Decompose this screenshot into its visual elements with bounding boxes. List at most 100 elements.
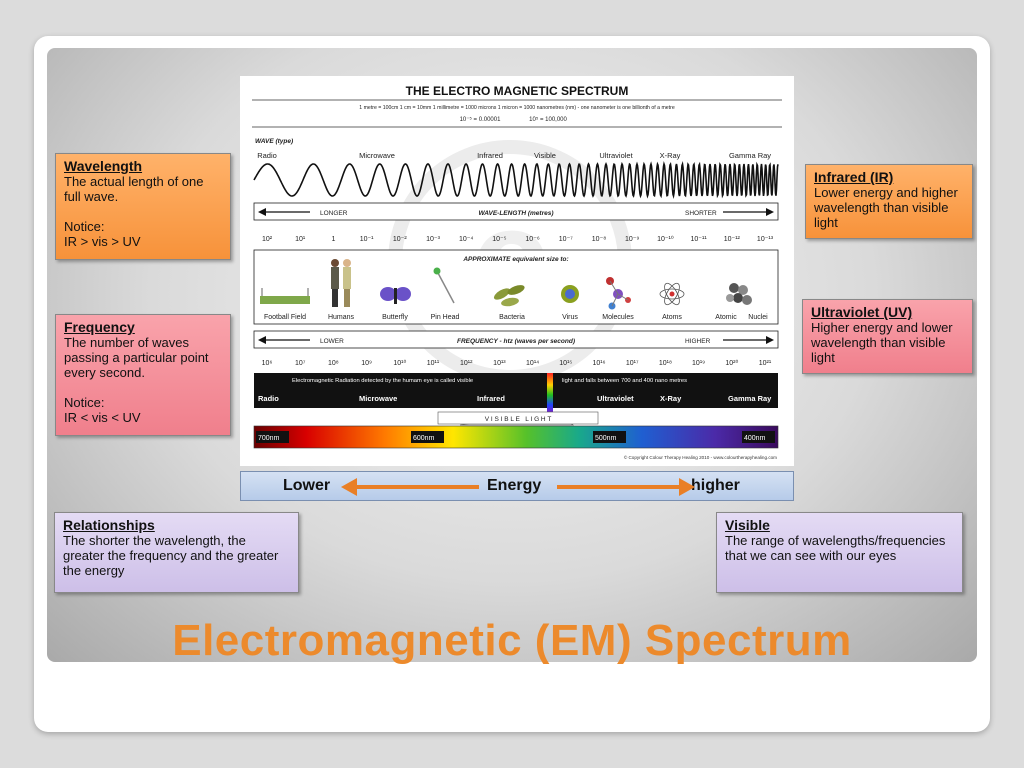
size-football-field: Football Field: [264, 314, 306, 321]
frequency-tick-9: 10¹⁵: [559, 360, 572, 367]
frequency-title: Frequency: [64, 319, 135, 335]
football-field-icon: [260, 296, 310, 304]
band-labels: Radio Microwave Infrared Ultraviolet X-R…: [258, 394, 772, 403]
relationships-body: The shorter the wavelength, the greater …: [63, 533, 279, 578]
band-infrared: Infrared: [477, 394, 505, 403]
wavelength-tick-0: 10²: [262, 236, 273, 243]
frequency-body: The number of waves passing a particular…: [64, 335, 209, 425]
wave-type-gamma: Gamma Ray: [729, 151, 771, 160]
ultraviolet-body: Higher energy and lower wavelength than …: [811, 320, 953, 365]
size-icons: [260, 259, 752, 310]
frequency-tick-5: 10¹¹: [427, 360, 440, 367]
wavelength-left-label: LONGER: [320, 210, 348, 217]
wavelength-tick-11: 10⁻⁹: [625, 236, 639, 243]
size-bacteria: Bacteria: [499, 314, 525, 321]
atom-icon: [659, 282, 685, 306]
size-virus: Virus: [562, 314, 578, 321]
infrared-body: Lower energy and higher wavelength than …: [814, 185, 958, 230]
bacteria-icon: [493, 285, 525, 307]
wavelength-box: Wavelength The actual length of one full…: [55, 153, 231, 260]
slide-title: Electromagnetic (EM) Spectrum: [172, 616, 852, 665]
frequency-tick-14: 10²⁰: [725, 359, 738, 367]
ultraviolet-box: Ultraviolet (UV) Higher energy and lower…: [802, 299, 973, 374]
frequency-tick-1: 10⁷: [295, 360, 306, 367]
wavelength-tick-13: 10⁻¹¹: [691, 236, 708, 243]
visible-title: Visible: [725, 517, 770, 533]
wavelength-tick-4: 10⁻²: [393, 236, 407, 243]
arrow-left-icon: [258, 208, 266, 216]
nuclei-icon: [726, 283, 752, 305]
band-ultraviolet: Ultraviolet: [597, 394, 634, 403]
wavelength-tick-12: 10⁻¹⁰: [657, 235, 674, 243]
frequency-tick-6: 10¹²: [460, 360, 473, 367]
ultraviolet-title: Ultraviolet (UV): [811, 304, 913, 320]
frequency-box: Frequency The number of waves passing a …: [55, 314, 231, 436]
nm-400: 400nm: [744, 435, 766, 442]
frequency-tick-13: 10¹⁹: [692, 360, 705, 367]
infrared-title: Infrared (IR): [814, 169, 894, 185]
power-neg: 10⁻⁵ = 0.00001: [460, 116, 502, 123]
wavelength-tick-14: 10⁻¹²: [724, 236, 741, 243]
molecule-icon: [606, 277, 631, 310]
frequency-left-label: LOWER: [320, 338, 344, 345]
nm-600: 600nm: [413, 435, 435, 442]
arrow-right-icon: [766, 336, 774, 344]
frequency-tick-7: 10¹³: [493, 360, 506, 367]
wavelength-tick-7: 10⁻⁵: [492, 236, 506, 243]
energy-lower: Lower: [283, 477, 331, 494]
frequency-right-label: HIGHER: [685, 338, 711, 345]
band-xray: X-Ray: [660, 394, 682, 403]
frequency-tick-0: 10⁶: [262, 360, 273, 367]
wave-type-radio: Radio: [257, 151, 277, 160]
frequency-tick-10: 10¹⁶: [593, 360, 606, 367]
relationships-title: Relationships: [63, 517, 155, 533]
wave-type-ultraviolet: Ultraviolet: [599, 151, 633, 160]
size-butterfly: Butterfly: [382, 314, 408, 321]
frequency-tick-3: 10⁹: [361, 360, 372, 367]
wave-graphic: [253, 161, 779, 199]
frequency-tick-2: 10⁸: [328, 360, 339, 367]
virus-icon: [561, 285, 579, 303]
wavelength-tick-15: 10⁻¹³: [757, 236, 774, 243]
size-molecules: Molecules: [602, 314, 634, 321]
size-pin-head: Pin Head: [431, 314, 460, 321]
visible-light-label: V I S I B L E L I G H T: [485, 416, 552, 423]
wavelength-title: Wavelength: [64, 158, 143, 174]
wavelength-tick-5: 10⁻³: [426, 236, 440, 243]
power-pos: 10⁵ = 100,000: [529, 116, 567, 123]
wave-type-labels: Radio Microwave Infrared Visible Ultravi…: [257, 151, 771, 160]
em-spectrum-chart: c THE ELECTRO MAGNETIC SPECTRUM 1 metre …: [240, 76, 794, 466]
frequency-tick-11: 10¹⁷: [626, 360, 639, 367]
wavelength-axis-label: WAVE-LENGTH (metres): [479, 210, 554, 217]
copyright: © Copyright Colour Therapy Healing 2010 …: [624, 454, 777, 460]
energy-label: Energy: [487, 477, 542, 494]
pin-head-icon: [433, 267, 455, 304]
wavelength-tick-6: 10⁻⁴: [459, 236, 474, 243]
relationships-box: Relationships The shorter the wavelength…: [54, 512, 299, 593]
frequency-tick-15: 10²¹: [759, 360, 772, 367]
wavelength-tick-8: 10⁻⁶: [525, 236, 539, 243]
size-humans: Humans: [328, 314, 355, 321]
size-atomic: Atomic: [715, 314, 737, 321]
arrow-right-icon: [766, 208, 774, 216]
nm-700: 700nm: [258, 435, 280, 442]
infrared-box: Infrared (IR) Lower energy and higher wa…: [805, 164, 973, 239]
wavelength-tick-1: 10¹: [295, 236, 306, 243]
nm-labels: 700nm 600nm 500nm 400nm: [256, 431, 775, 443]
eye-text-right: light and falls between 700 and 400 nano…: [562, 378, 687, 384]
size-nuclei: Nuclei: [748, 314, 768, 321]
visible-body: The range of wavelengths/frequencies tha…: [725, 533, 946, 563]
frequency-tick-12: 10¹⁸: [659, 360, 672, 367]
visible-spectrum-bar: [253, 425, 779, 449]
wavelength-tick-2: 1: [331, 236, 335, 243]
band-radio: Radio: [258, 394, 279, 403]
arrow-left-icon: [258, 336, 266, 344]
humans-icon: [331, 259, 351, 307]
wavelength-tick-10: 10⁻⁸: [592, 236, 606, 243]
size-label: APPROXIMATE equivalent size to:: [462, 256, 568, 263]
units-line: 1 metre = 100cm 1 cm = 10mm 1 millimetre…: [359, 105, 675, 111]
energy-arrow-icon: [341, 478, 695, 496]
wave-type-xray: X-Ray: [660, 151, 681, 160]
wave-type-visible: Visible: [534, 151, 556, 160]
